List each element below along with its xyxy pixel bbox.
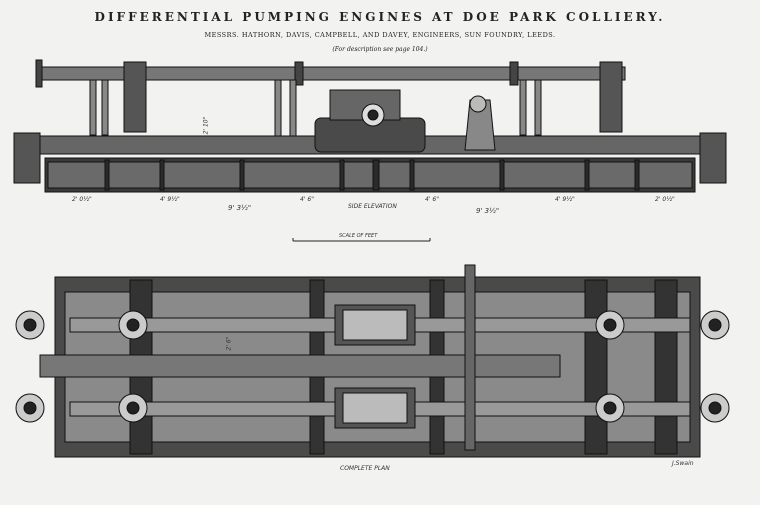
dim-3: 4' 6": [300, 196, 314, 203]
engraver-signature: J.Swain: [672, 460, 694, 467]
dim-6: 2' 0½": [655, 196, 675, 203]
plate-subtitle: MESSRS. HATHORN, DAVIS, CAMPBELL, AND DA…: [204, 31, 556, 39]
plan-drawing: [15, 264, 730, 458]
dim-5: 4' 9½": [555, 196, 575, 203]
description-note: (For description see page 104.): [332, 46, 428, 53]
half-length-left: 9' 3½": [228, 204, 252, 212]
dim-1: 2' 0½": [72, 196, 92, 203]
height-dim: 2' 10": [202, 116, 210, 135]
dim-2: 4' 9½": [160, 196, 180, 203]
side-elevation-label: SIDE ELEVATION: [348, 203, 397, 210]
plan-width-dim: 2' 6": [225, 336, 233, 351]
complete-plan-label: COMPLETE PLAN: [340, 465, 390, 472]
side-elevation-drawing: [13, 59, 727, 193]
scale-bar: [292, 238, 431, 242]
dim-4: 4' 6": [425, 196, 439, 203]
scale-label: SCALE OF FEET: [339, 233, 378, 239]
plate-title: DIFFERENTIAL PUMPING ENGINES AT DOE PARK…: [94, 10, 666, 24]
half-length-right: 9' 3½": [476, 207, 500, 215]
